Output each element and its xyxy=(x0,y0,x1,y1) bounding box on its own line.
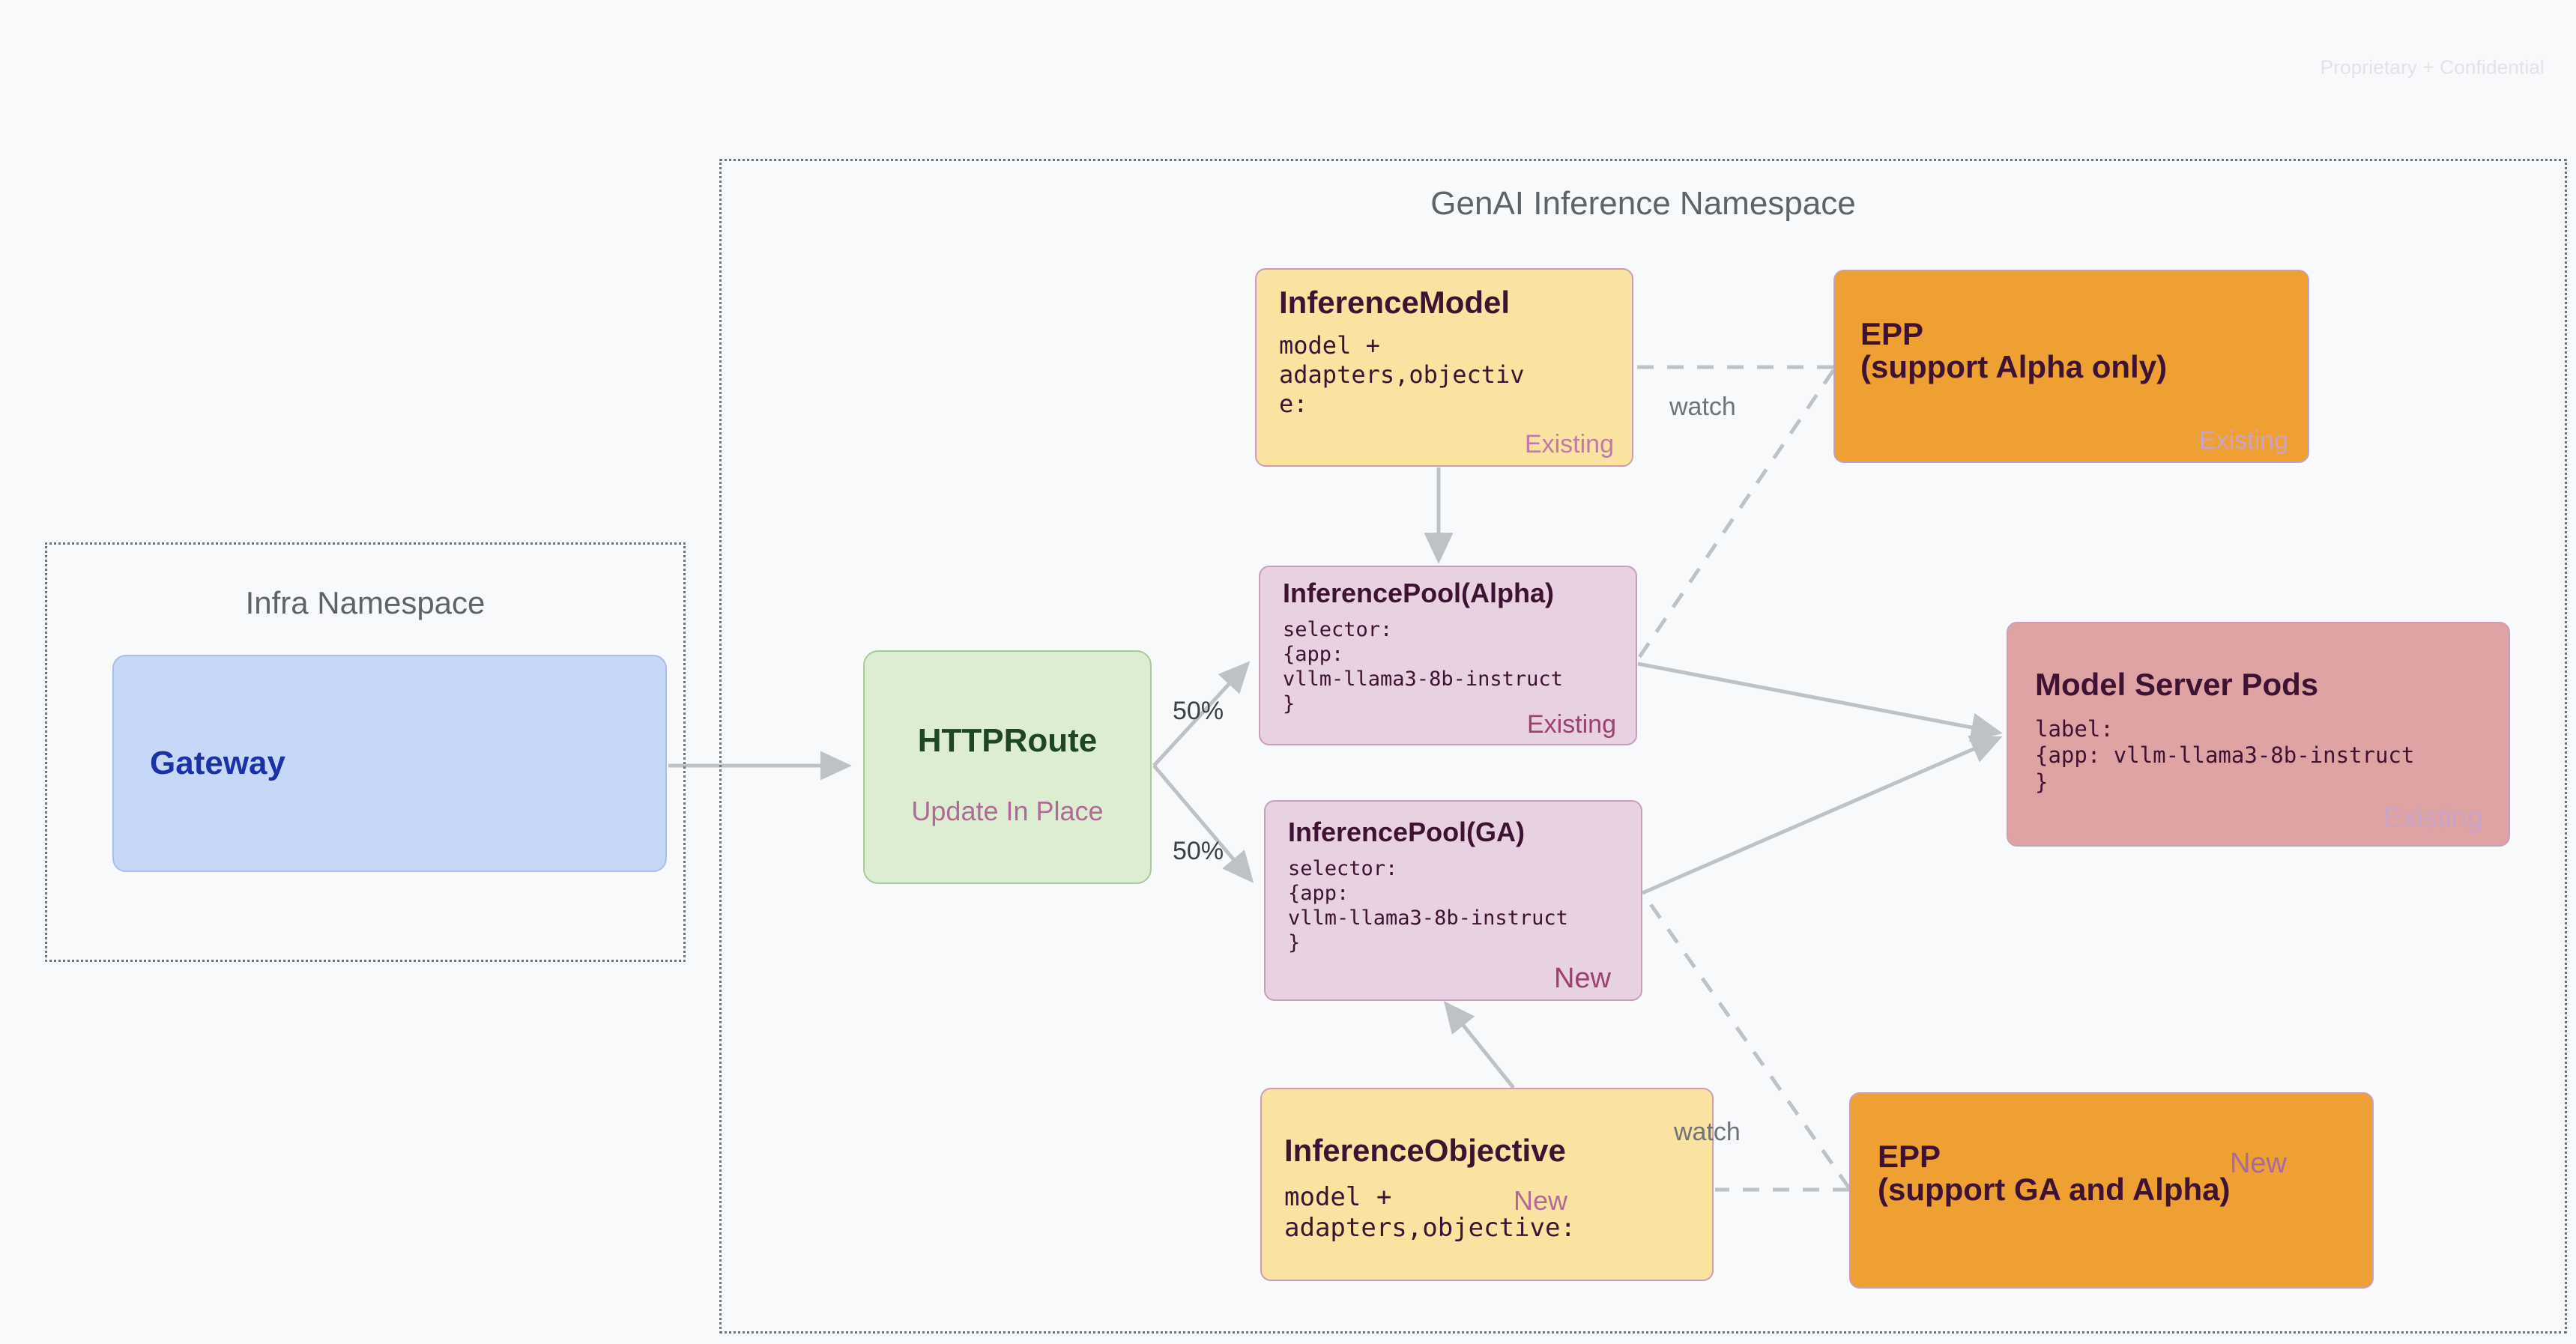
node-model-server-pods[interactable]: Model Server Pods label: {app: vllm-llam… xyxy=(2007,622,2510,847)
edge-label-split-top: 50% xyxy=(1173,697,1224,725)
model-server-pods-title: Model Server Pods xyxy=(2035,667,2319,702)
gateway-title: Gateway xyxy=(150,744,285,781)
inference-objective-title: InferenceObjective xyxy=(1284,1133,1566,1168)
inference-model-badge: Existing xyxy=(1524,430,1614,458)
node-epp-ga[interactable]: EPP (support GA and Alpha) New xyxy=(1849,1092,2374,1289)
node-inference-objective[interactable]: InferenceObjective model + adapters,obje… xyxy=(1260,1088,1714,1281)
inference-pool-alpha-badge: Existing xyxy=(1526,710,1616,739)
inference-objective-badge: New xyxy=(1514,1185,1568,1216)
inference-pool-ga-badge: New xyxy=(1553,963,1611,994)
model-server-pods-badge: Existing xyxy=(2383,802,2483,834)
model-server-pods-body: label: {app: vllm-llama3-8b-instruct } xyxy=(2035,716,2415,795)
namespace-infra-title: Infra Namespace xyxy=(245,585,486,620)
node-inference-pool-alpha[interactable]: InferencePool(Alpha) selector: {app: vll… xyxy=(1259,566,1637,745)
node-gateway[interactable]: Gateway xyxy=(112,655,667,872)
inference-objective-body: model + adapters,objective: xyxy=(1284,1182,1576,1244)
node-inference-pool-ga[interactable]: InferencePool(GA) selector: {app: vllm-l… xyxy=(1264,800,1642,1001)
epp-alpha-title: EPP (support Alpha only) xyxy=(1860,316,2168,385)
inference-pool-alpha-body: selector: {app: vllm-llama3-8b-instruct … xyxy=(1283,618,1563,715)
edge-label-watch-top: watch xyxy=(1669,393,1736,421)
inference-model-title: InferenceModel xyxy=(1279,285,1511,320)
confidential-notice: Proprietary + Confidential xyxy=(2320,55,2545,79)
inference-pool-ga-body: selector: {app: vllm-llama3-8b-instruct … xyxy=(1288,857,1568,954)
node-epp-alpha[interactable]: EPP (support Alpha only) Existing xyxy=(1833,270,2309,463)
node-inference-model[interactable]: InferenceModel model + adapters,objectiv… xyxy=(1255,268,1633,467)
inference-pool-ga-title: InferencePool(GA) xyxy=(1288,817,1526,847)
inference-pool-alpha-title: InferencePool(Alpha) xyxy=(1283,578,1555,608)
namespace-infra: Infra Namespace xyxy=(45,542,686,962)
epp-alpha-badge: Existing xyxy=(2198,426,2288,455)
namespace-genai-title: GenAI Inference Namespace xyxy=(1430,185,1856,222)
namespace-genai: GenAI Inference Namespace xyxy=(719,159,2567,1334)
edge-label-split-bottom: 50% xyxy=(1173,837,1224,865)
edge-label-watch-bottom: watch xyxy=(1674,1118,1741,1146)
node-httproute[interactable]: HTTPRoute Update In Place xyxy=(863,650,1152,884)
httproute-badge: Update In Place xyxy=(911,796,1104,826)
httproute-title: HTTPRoute xyxy=(917,722,1098,759)
epp-ga-badge: New xyxy=(2229,1148,2287,1179)
inference-model-body: model + adapters,objectiv e: xyxy=(1279,331,1525,419)
epp-ga-title: EPP (support GA and Alpha) xyxy=(1878,1139,2231,1208)
